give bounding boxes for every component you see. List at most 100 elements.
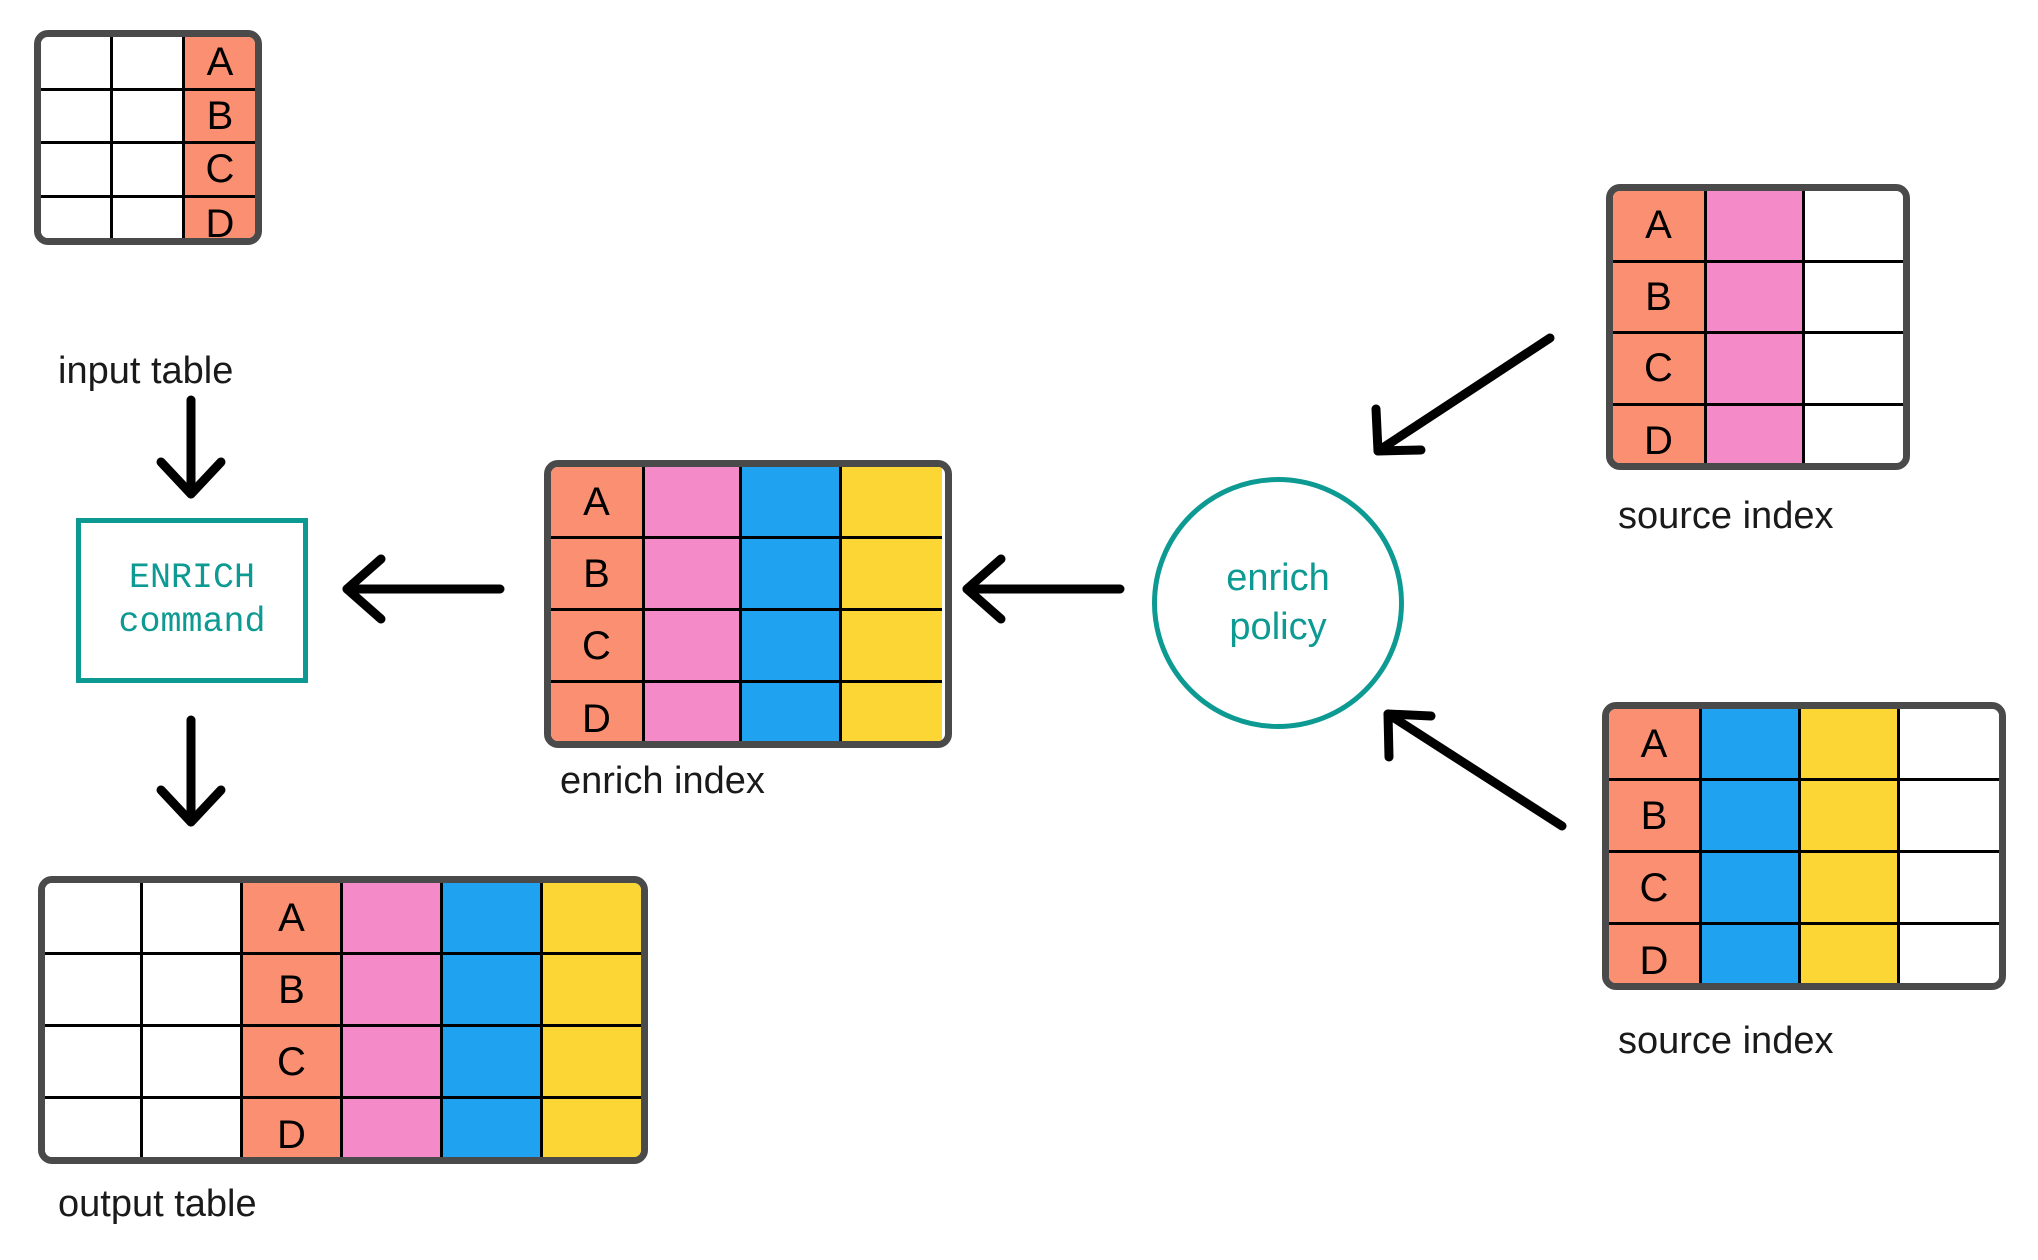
source-index-bottom-block: A B C D bbox=[1602, 702, 2006, 990]
table-cell bbox=[543, 883, 641, 955]
table-cell bbox=[842, 683, 942, 741]
input-table-caption: input table bbox=[58, 350, 234, 392]
table-cell bbox=[645, 611, 742, 683]
source-index-bottom-table: A B C D bbox=[1602, 702, 2006, 990]
arrow-command-to-output-icon bbox=[156, 715, 226, 827]
table-cell bbox=[842, 467, 942, 539]
table-cell bbox=[343, 955, 443, 1027]
table-cell-key: A bbox=[1613, 191, 1707, 263]
enrich-policy-line-2: policy bbox=[1229, 606, 1327, 648]
table-cell bbox=[143, 883, 243, 955]
table-cell bbox=[443, 1099, 543, 1157]
table-cell-key: C bbox=[243, 1027, 343, 1099]
table-cell bbox=[543, 1099, 641, 1157]
enrich-command-box[interactable]: ENRICH command bbox=[76, 518, 308, 683]
arrow-source-bottom-to-policy-icon bbox=[1383, 709, 1567, 831]
table-cell bbox=[1707, 405, 1805, 463]
table-row: D bbox=[41, 197, 255, 238]
input-table-block: A B C D bbox=[34, 30, 262, 245]
table-cell bbox=[143, 955, 243, 1027]
table-cell bbox=[742, 683, 842, 741]
table-cell bbox=[543, 955, 641, 1027]
table-cell-key: C bbox=[185, 144, 255, 198]
table-row: C bbox=[1613, 334, 1903, 406]
table-row: A bbox=[1609, 709, 1999, 781]
table-cell-key: C bbox=[551, 611, 645, 683]
table-cell-key: A bbox=[551, 467, 645, 539]
table-row: C bbox=[45, 1027, 641, 1099]
table-cell bbox=[1805, 262, 1903, 334]
table-cell-key: A bbox=[1609, 709, 1702, 781]
table-cell-key: A bbox=[185, 37, 255, 91]
table-row: B bbox=[1613, 262, 1903, 334]
output-table-block: A B C bbox=[38, 876, 648, 1164]
table-row: D bbox=[45, 1099, 641, 1157]
table-cell bbox=[1707, 191, 1805, 263]
enrich-command-line-2: command bbox=[118, 601, 266, 642]
arrow-policy-to-enrich-index-icon bbox=[962, 554, 1125, 624]
table-cell bbox=[842, 611, 942, 683]
table-cell bbox=[41, 144, 113, 198]
table-cell-key: D bbox=[1613, 405, 1707, 463]
source-index-top-caption: source index bbox=[1618, 495, 1834, 537]
table-cell-key: D bbox=[1609, 925, 1702, 983]
table-cell-key: B bbox=[1609, 781, 1702, 853]
table-cell bbox=[1900, 853, 1999, 925]
arrow-source-top-to-policy-icon bbox=[1371, 333, 1555, 456]
table-row: A bbox=[41, 37, 255, 91]
table-cell bbox=[45, 883, 143, 955]
table-row: C bbox=[1609, 853, 1999, 925]
table-cell-key: B bbox=[1613, 262, 1707, 334]
table-cell bbox=[1707, 262, 1805, 334]
table-row: C bbox=[551, 611, 945, 683]
table-cell bbox=[113, 197, 185, 238]
table-row: B bbox=[551, 539, 945, 611]
table-cell bbox=[1702, 853, 1801, 925]
table-cell bbox=[1801, 709, 1900, 781]
table-cell bbox=[1805, 191, 1903, 263]
table-cell-key: A bbox=[243, 883, 343, 955]
enrich-index-table: A B C D bbox=[544, 460, 952, 748]
table-row: D bbox=[1613, 405, 1903, 463]
table-cell bbox=[1702, 709, 1801, 781]
enrich-index-caption: enrich index bbox=[560, 760, 765, 802]
table-cell bbox=[1702, 781, 1801, 853]
table-cell bbox=[443, 955, 543, 1027]
table-cell bbox=[645, 683, 742, 741]
table-cell bbox=[1702, 925, 1801, 983]
table-row: D bbox=[1609, 925, 1999, 983]
table-cell-key: B bbox=[243, 955, 343, 1027]
input-table: A B C D bbox=[34, 30, 262, 245]
table-cell bbox=[1900, 781, 1999, 853]
table-cell bbox=[742, 611, 842, 683]
table-cell bbox=[645, 467, 742, 539]
table-cell bbox=[41, 37, 113, 91]
table-row: B bbox=[41, 90, 255, 144]
table-cell-key: B bbox=[551, 539, 645, 611]
table-cell-key: C bbox=[1609, 853, 1702, 925]
table-cell bbox=[1801, 925, 1900, 983]
table-cell bbox=[41, 90, 113, 144]
table-cell bbox=[45, 1099, 143, 1157]
table-cell bbox=[1801, 853, 1900, 925]
table-cell bbox=[742, 467, 842, 539]
table-row: A bbox=[551, 467, 945, 539]
table-cell bbox=[1900, 925, 1999, 983]
table-row: A bbox=[45, 883, 641, 955]
table-cell bbox=[113, 37, 185, 91]
table-cell bbox=[1805, 405, 1903, 463]
table-cell bbox=[1801, 781, 1900, 853]
enrich-policy-circle[interactable]: enrich policy bbox=[1152, 477, 1404, 729]
table-cell bbox=[143, 1027, 243, 1099]
table-row: A bbox=[1613, 191, 1903, 263]
source-index-top-table: A B C D bbox=[1606, 184, 1910, 470]
table-row: B bbox=[1609, 781, 1999, 853]
table-cell bbox=[343, 1099, 443, 1157]
table-cell bbox=[113, 144, 185, 198]
table-cell bbox=[45, 955, 143, 1027]
table-cell bbox=[113, 90, 185, 144]
table-cell bbox=[1805, 334, 1903, 406]
table-cell bbox=[1707, 334, 1805, 406]
table-cell-key: B bbox=[185, 90, 255, 144]
